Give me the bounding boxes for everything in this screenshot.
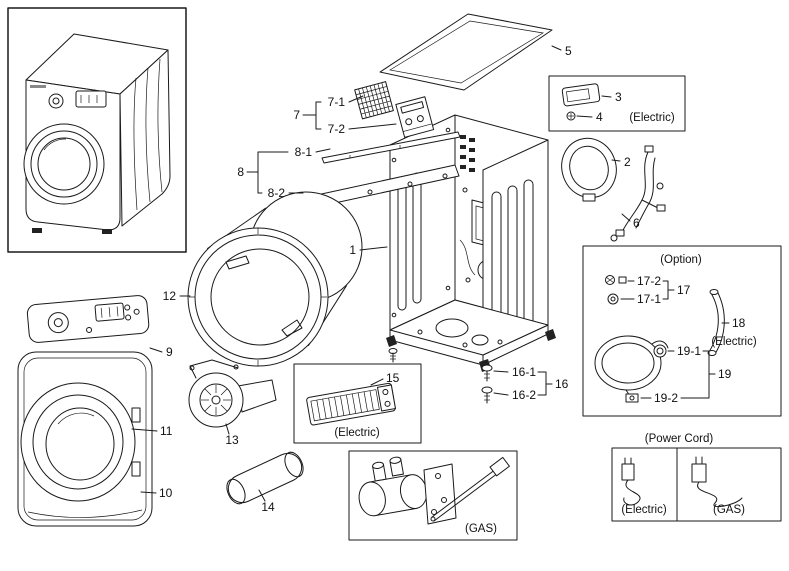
callout-19: 19 bbox=[718, 367, 732, 381]
part-18-illustration bbox=[707, 289, 725, 356]
callout-3: 3 bbox=[615, 90, 622, 104]
callout-13: 13 bbox=[225, 433, 239, 447]
gas-box: (GAS) bbox=[348, 450, 518, 541]
callout-10: 10 bbox=[159, 486, 173, 500]
option-electric-caption: (Electric) bbox=[711, 336, 757, 348]
callout-14: 14 bbox=[261, 500, 275, 514]
part-7-1-illustration bbox=[354, 81, 394, 120]
control-panel-illustration bbox=[26, 295, 150, 343]
duct-illustration bbox=[226, 451, 304, 505]
part-2-illustration bbox=[561, 137, 617, 202]
gas-caption: (GAS) bbox=[465, 523, 497, 535]
part-19-illustration bbox=[594, 335, 669, 403]
fan-spokes bbox=[201, 385, 231, 415]
front-panel-illustration bbox=[17, 351, 153, 527]
option-caption: (Option) bbox=[660, 254, 702, 266]
power-electric-caption: (Electric) bbox=[621, 504, 667, 516]
part-7-2-illustration bbox=[395, 96, 435, 138]
part-16-illustrations bbox=[481, 364, 493, 404]
callout-12: 12 bbox=[163, 289, 177, 303]
bracket-electric-caption: (Electric) bbox=[629, 112, 675, 124]
callout-17: 17 bbox=[677, 283, 691, 297]
base-screw bbox=[388, 348, 398, 363]
heater-illustration bbox=[306, 382, 396, 426]
callout-11: 11 bbox=[160, 424, 173, 438]
callout-16-2: 16-2 bbox=[512, 388, 536, 402]
callout-15: 15 bbox=[386, 371, 400, 385]
callout-16-1: 16-1 bbox=[512, 365, 536, 379]
heater-electric-caption: (Electric) bbox=[334, 427, 380, 439]
part-17-2-illustration bbox=[605, 275, 627, 285]
top-panel-illustration bbox=[379, 13, 553, 91]
wire-harness-illustration bbox=[610, 145, 666, 242]
gas-bracket bbox=[423, 463, 457, 525]
igniter-illustration bbox=[430, 456, 510, 522]
callouts: 5 2 6 1 7-1 7-2 7 8-1 8-2 8 12 9 11 10 bbox=[131, 44, 640, 514]
callout-8: 8 bbox=[237, 165, 244, 179]
cabinet-illustration bbox=[386, 114, 556, 372]
part-8-1-illustration bbox=[321, 131, 461, 164]
callout-8-2: 8-2 bbox=[268, 186, 286, 200]
callout-6: 6 bbox=[633, 216, 640, 230]
part-4-illustration bbox=[566, 111, 576, 121]
drum-illustration bbox=[187, 191, 363, 367]
power-cord-caption: (Power Cord) bbox=[645, 433, 714, 445]
callout-9: 9 bbox=[166, 345, 173, 359]
callout-19-2: 19-2 bbox=[654, 391, 678, 405]
callout-7: 7 bbox=[293, 108, 300, 122]
callout-7-1: 7-1 bbox=[328, 95, 346, 109]
callout-17-2: 17-2 bbox=[637, 274, 661, 288]
gas-cord-illustration bbox=[691, 456, 743, 508]
part-3-illustration bbox=[561, 83, 601, 107]
power-gas-caption: (GAS) bbox=[713, 504, 745, 516]
brand-logo bbox=[30, 85, 46, 88]
rear-vent-grid bbox=[460, 135, 475, 172]
option-box: (Option) 17-2 17-1 17 18 (Electric) bbox=[582, 245, 782, 417]
callout-1: 1 bbox=[349, 243, 356, 257]
assembled-dryer-thumbnail bbox=[7, 7, 187, 253]
control-knob bbox=[48, 93, 64, 109]
gas-valve-illustration bbox=[358, 456, 428, 517]
heater-box: (Electric) bbox=[293, 363, 422, 444]
callout-8-1: 8-1 bbox=[295, 145, 313, 159]
callout-2: 2 bbox=[624, 155, 631, 169]
callout-5: 5 bbox=[565, 44, 572, 58]
callout-7-2: 7-2 bbox=[328, 122, 346, 136]
blower-illustration bbox=[188, 359, 277, 428]
power-cord-box: (Power Cord) (Electric) (GAS) bbox=[611, 433, 782, 522]
callout-19-1: 19-1 bbox=[677, 344, 701, 358]
callout-4: 4 bbox=[596, 110, 603, 124]
part-17-1-illustration bbox=[607, 293, 619, 305]
electric-cord-illustration bbox=[621, 457, 641, 506]
callout-17-1: 17-1 bbox=[637, 292, 661, 306]
electric-bracket-box: 3 4 (Electric) bbox=[548, 75, 686, 132]
front-door-illustration bbox=[20, 382, 136, 502]
callout-18: 18 bbox=[732, 316, 746, 330]
callout-16: 16 bbox=[555, 377, 569, 391]
door-ring bbox=[23, 123, 105, 205]
control-display bbox=[75, 90, 107, 108]
